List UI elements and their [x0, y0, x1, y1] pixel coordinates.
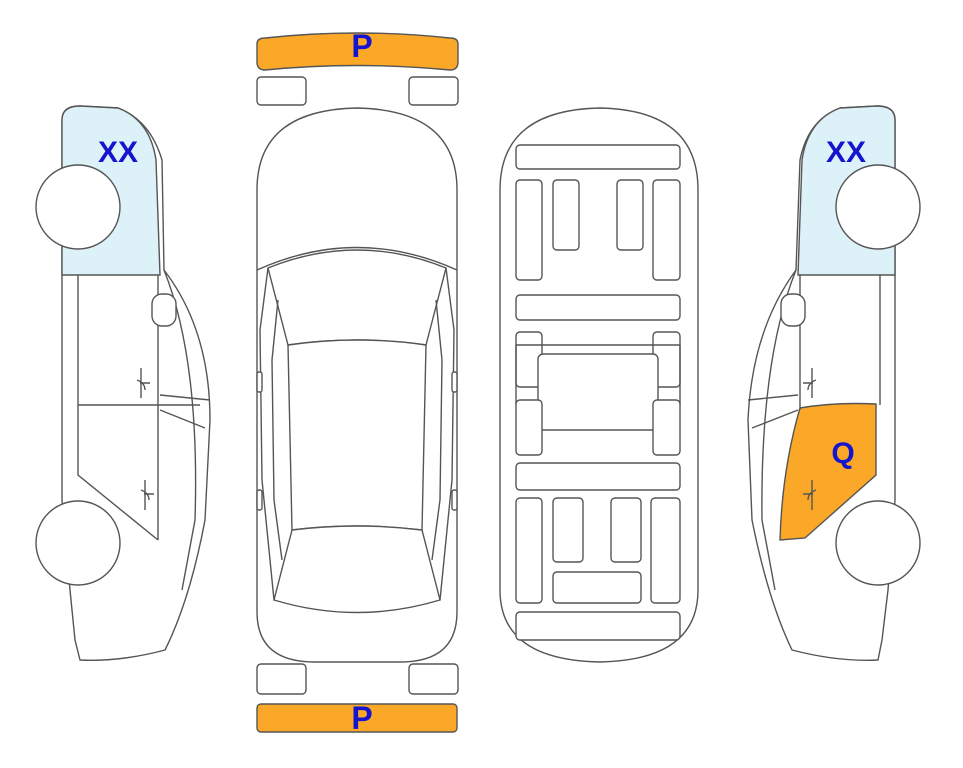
underside-rear-crossmember [515, 462, 681, 491]
right-rear-window-label: XX [826, 136, 866, 169]
front-bumper-group: P [256, 28, 459, 106]
car-right-side-view: XX Q [747, 105, 921, 661]
right-a-pillar [439, 267, 455, 601]
rear-bumper-group: P [256, 663, 459, 736]
left-mirror-top [256, 371, 263, 393]
car-top-view [256, 107, 458, 663]
underside-rear-panel [515, 611, 681, 641]
underside-front-right-inner [616, 179, 644, 251]
underside-rear-right-mid [652, 399, 681, 456]
underside-front-crossmember [515, 294, 681, 321]
left-front-door-handle [136, 368, 150, 398]
rear-window [273, 525, 441, 614]
front-bumper[interactable] [256, 32, 459, 71]
left-mirror-rear [256, 489, 263, 511]
right-mirror-top [451, 371, 458, 393]
left-side-door-lines [77, 275, 211, 541]
roof [287, 339, 427, 531]
rear-bumper-label: P [351, 700, 372, 736]
underside-rear-left-rail [515, 497, 543, 604]
right-front-door[interactable] [779, 402, 877, 541]
left-side-mirror [151, 293, 177, 327]
underside-center-panel [537, 353, 659, 431]
underside-front-left-rail [515, 179, 543, 281]
left-a-pillar [259, 267, 275, 601]
underside-front-left-inner [552, 179, 580, 251]
left-front-wheel [35, 500, 121, 586]
rear-right-taillight [408, 663, 459, 695]
front-right-headlight [408, 76, 459, 106]
right-mirror-rear [451, 489, 458, 511]
underside-rear-center [552, 571, 642, 604]
rear-left-taillight [256, 663, 307, 695]
left-rear-window-label: XX [98, 136, 138, 169]
front-bumper-label: P [351, 28, 372, 64]
right-side-door-lines [747, 275, 881, 429]
underside-front-panel [515, 144, 681, 170]
right-front-door-handle [803, 368, 817, 398]
car-left-side-view: XX [35, 105, 211, 661]
right-front-wheel [835, 500, 921, 586]
right-side-glass [431, 299, 443, 561]
underside-rear-right-inner [610, 497, 642, 563]
underside-rear-right-rail [650, 497, 681, 604]
windshield [267, 249, 447, 346]
underside-rear-left-mid [515, 399, 543, 456]
left-rear-wheel [35, 164, 121, 250]
right-rear-door-handle [803, 480, 817, 510]
underside-rear-left-inner [552, 497, 584, 563]
right-front-door-label: Q [831, 437, 854, 470]
left-rear-door-handle [140, 480, 154, 510]
top-view-hood-line [256, 246, 458, 271]
right-side-mirror [780, 293, 806, 327]
underside-front-right-rail [652, 179, 681, 281]
right-rear-wheel [835, 164, 921, 250]
car-underside-view [499, 107, 699, 663]
rear-bumper[interactable] [256, 703, 458, 733]
left-side-glass [271, 299, 283, 561]
left-side-roofline [163, 269, 197, 591]
front-left-headlight [256, 76, 307, 106]
